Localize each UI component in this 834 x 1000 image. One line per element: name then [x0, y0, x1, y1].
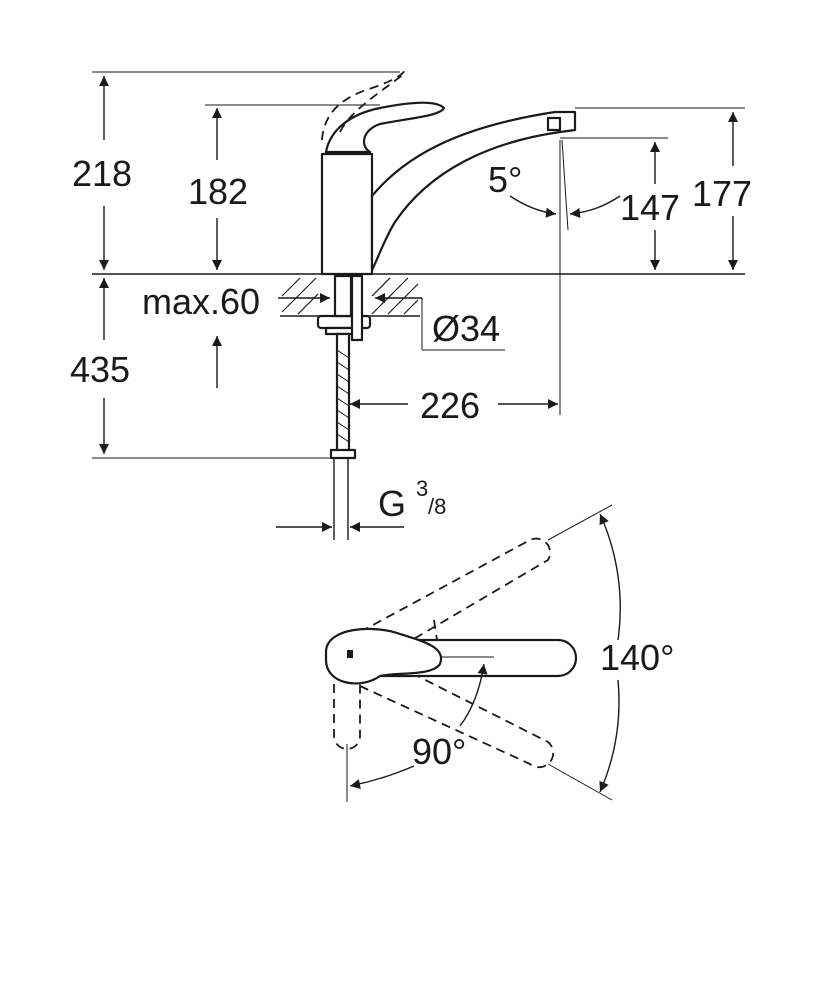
dim-226-label: 226 — [420, 385, 480, 426]
dim-140deg: 140° — [547, 504, 674, 801]
lever — [324, 101, 446, 154]
dim-435: 435 — [70, 278, 350, 459]
top-view: 140° 90° — [324, 504, 674, 802]
dim-diameter-label: Ø34 — [432, 308, 500, 349]
dim-226: 226 — [350, 385, 558, 426]
dim-435-label: 435 — [70, 349, 130, 390]
dim-177-label: 177 — [692, 173, 752, 214]
thread-numerator-label: 3 — [416, 476, 428, 501]
thread-g-label: G — [378, 483, 406, 524]
dim-max60-label: max.60 — [142, 281, 260, 322]
dim-177: 177 — [575, 107, 752, 270]
dim-diameter: Ø34 — [375, 293, 505, 351]
dim-90deg: 90° — [346, 663, 488, 802]
supply-hose — [329, 332, 357, 540]
lever-raised-outline — [321, 69, 406, 141]
dim-147-label: 147 — [620, 187, 680, 228]
dim-5deg: 5° — [488, 139, 621, 415]
dim-147: 147 — [560, 137, 680, 270]
side-view: 218 182 177 147 5° — [70, 69, 752, 540]
dim-218: 218 — [72, 71, 400, 270]
dim-140deg-label: 140° — [600, 637, 674, 678]
dim-218-label: 218 — [72, 153, 132, 194]
dim-5deg-label: 5° — [488, 159, 522, 200]
dim-thread: G 3 /8 — [276, 476, 446, 532]
lever-top — [324, 627, 578, 685]
dim-90deg-label: 90° — [412, 731, 466, 772]
thread-denominator-label: /8 — [428, 494, 446, 519]
counter-section — [280, 274, 420, 342]
faucet-body — [320, 69, 577, 276]
dim-max60: max.60 — [142, 281, 330, 322]
dim-182-label: 182 — [188, 171, 248, 212]
dim-182: 182 — [188, 104, 380, 270]
spout — [370, 110, 577, 272]
